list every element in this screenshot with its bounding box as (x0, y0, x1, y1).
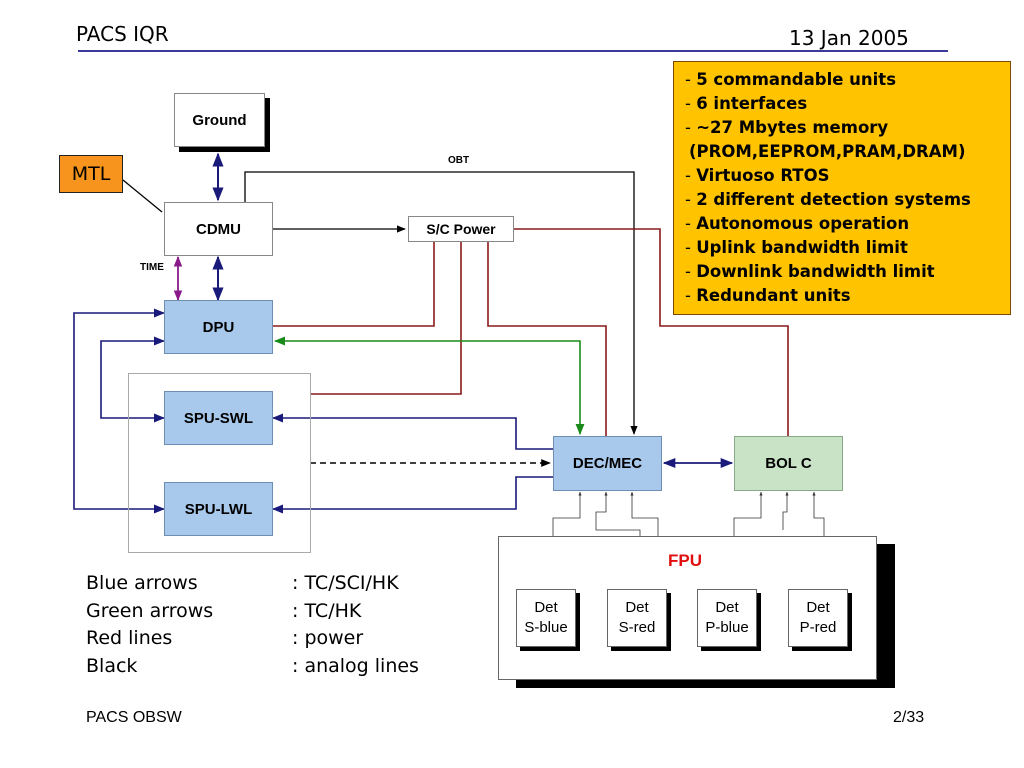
page-number: 2/33 (893, 709, 925, 726)
dec-spuswl-arrow (271, 413, 553, 450)
bol-c-box: BOL C (734, 436, 843, 491)
features-info-box: - 5 commandable units - 6 interfaces - ~… (673, 61, 1011, 315)
det-p-red-box: Det P-red (788, 589, 848, 647)
det-s-blue-line1: Det (534, 599, 558, 616)
info-item: - 5 commandable units (685, 70, 897, 89)
info-item: - Uplink bandwidth limit (685, 238, 908, 257)
det-s-blue-line2: S-blue (524, 619, 568, 636)
line-legend: Blue arrows: TC/SCI/HK Green arrows: TC/… (86, 570, 419, 680)
det-p-red-line1: Det (806, 599, 830, 616)
det-s-red-line2: S-red (618, 619, 656, 636)
dec-fpu-link (630, 491, 659, 536)
header-divider (78, 50, 948, 52)
det-s-red-box: Det S-red (607, 589, 667, 647)
obt-line (244, 171, 638, 435)
spu-swl-label: SPU-SWL (183, 409, 254, 427)
det-s-blue-box: Det S-blue (516, 589, 576, 647)
legend-row-blue: Blue arrows: TC/SCI/HK (86, 572, 399, 594)
cdmu-box: CDMU (164, 202, 273, 256)
sc-power-label: S/C Power (426, 221, 496, 237)
power-line-dec (487, 242, 607, 436)
det-p-red-line2: P-red (799, 619, 837, 636)
slide-header-date: 13 Jan 2005 (789, 26, 909, 50)
dec-mec-label: DEC/MEC (572, 455, 643, 472)
dec-spulwl-arrow (271, 476, 553, 514)
fpu-label: FPU (668, 551, 702, 570)
footer-left: PACS OBSW (86, 709, 182, 726)
det-p-blue-box: Det P-blue (697, 589, 757, 647)
dpu-spulwl-loop (73, 308, 166, 514)
det-p-blue-line2: P-blue (705, 619, 749, 636)
bol-c-label: BOL C (765, 455, 812, 472)
spu-lwl-box: SPU-LWL (164, 482, 273, 536)
spu-lwl-label: SPU-LWL (184, 500, 253, 518)
dpu-box: DPU (164, 300, 273, 354)
info-item: - ~27 Mbytes memory (685, 118, 889, 137)
dec-mec-box: DEC/MEC (553, 436, 662, 491)
spu-group-frame (128, 373, 311, 553)
slide-header-title: PACS IQR (76, 22, 169, 46)
info-item: (PROM,EEPROM,PRAM,DRAM) (689, 142, 966, 161)
power-line-bolc (510, 228, 789, 436)
sc-power-box: S/C Power (408, 216, 514, 242)
power-line-dpu (273, 242, 435, 327)
legend-row-black: Black: analog lines (86, 654, 419, 677)
mtl-box: MTL (59, 155, 123, 193)
info-item: - 2 different detection systems (685, 190, 971, 209)
det-s-red-line1: Det (625, 599, 649, 616)
spu-swl-box: SPU-SWL (164, 391, 273, 445)
ground-label: Ground (192, 111, 247, 129)
info-item: - Downlink bandwidth limit (685, 262, 935, 281)
legend-row-green: Green arrows: TC/HK (86, 599, 362, 622)
dpu-dec-green-arrow (273, 336, 585, 436)
info-item: - Virtuoso RTOS (685, 166, 830, 185)
mtl-link-line (122, 179, 163, 213)
power-line-spu (310, 242, 462, 395)
obt-label: OBT (448, 155, 470, 166)
ground-box: Ground (174, 93, 265, 147)
bolc-mid-link (782, 491, 789, 530)
time-label: TIME (140, 262, 164, 273)
info-item: - Redundant units (685, 286, 851, 305)
info-item: - Autonomous operation (685, 214, 910, 233)
mtl-label: MTL (71, 163, 111, 185)
det-p-blue-line1: Det (715, 599, 739, 616)
dpu-label: DPU (202, 318, 235, 336)
cdmu-label: CDMU (196, 220, 241, 238)
dpu-spuswl-loop (100, 336, 166, 423)
info-item: - 6 interfaces (685, 94, 808, 113)
legend-row-red: Red lines: power (86, 627, 364, 649)
